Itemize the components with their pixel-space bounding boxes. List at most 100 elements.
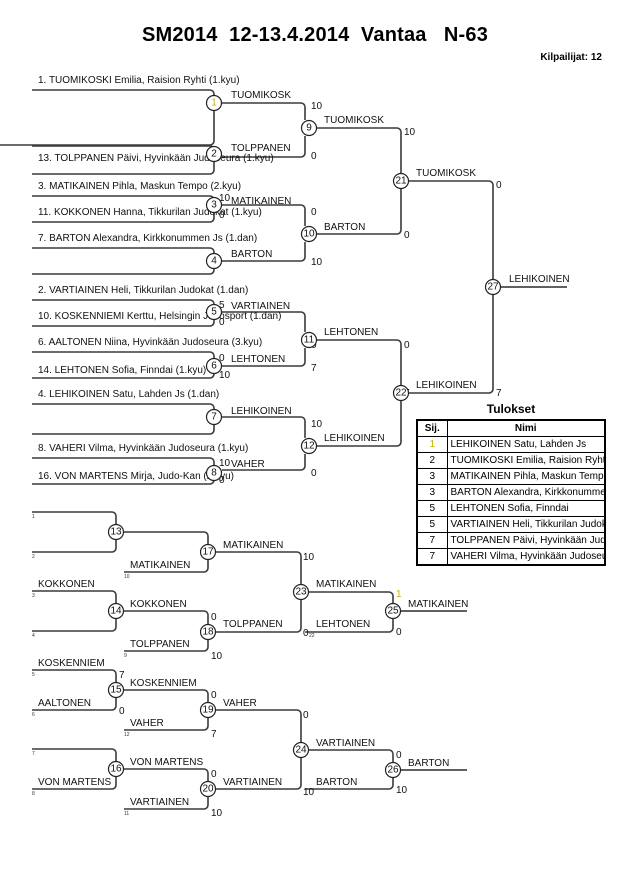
svg-text:1: 1 xyxy=(211,98,217,109)
main-bracket-lines xyxy=(0,89,567,485)
match-circle[interactable]: 27 xyxy=(484,278,502,296)
repechage-entry: VARTIAINEN xyxy=(130,797,189,808)
column-header-place: Sij. xyxy=(416,419,448,437)
match-circle[interactable]: 14 xyxy=(107,602,125,620)
results-header-row: Sij. Nimi xyxy=(416,419,606,437)
match-circle[interactable]: 7 xyxy=(205,408,223,426)
svg-text:26: 26 xyxy=(387,765,399,776)
competitor-entry: 13. TOLPPANEN Päivi, Hyvinkään Judoseura… xyxy=(38,153,274,164)
result-name: TUOMIKOSKI Emilia, Raision Ryhti xyxy=(446,452,606,469)
repechage-match-circles: 13 17 14 18 23 25 15 19 16 20 24 26 xyxy=(107,523,402,798)
svg-text:20: 20 xyxy=(202,784,214,795)
match-circle[interactable]: 16 xyxy=(107,760,125,778)
match-winner: LEHIKOINEN xyxy=(416,380,477,391)
slot-number: 8 xyxy=(32,791,35,797)
slot-number: 12 xyxy=(124,732,130,738)
match-circle[interactable]: 8 xyxy=(205,464,223,482)
score: 0 xyxy=(303,628,309,639)
competitor-entry: 2. VARTIAINEN Heli, Tikkurilan Judokat (… xyxy=(38,285,248,296)
svg-text:2: 2 xyxy=(211,149,217,160)
score: 10 xyxy=(219,370,231,381)
result-place: 5 xyxy=(416,500,448,517)
match-circle[interactable]: 1 xyxy=(205,94,223,112)
result-place: 7 xyxy=(416,532,448,549)
match-winner: KOKKONEN xyxy=(130,599,187,610)
svg-text:4: 4 xyxy=(211,256,217,267)
svg-text:6: 6 xyxy=(211,361,217,372)
svg-text:18: 18 xyxy=(202,627,214,638)
score: 0 xyxy=(496,180,502,191)
score: 10 xyxy=(211,651,223,662)
score: 10 xyxy=(311,257,323,268)
match-circle[interactable]: 15 xyxy=(107,681,125,699)
slot-number: 11 xyxy=(124,811,129,817)
match-winner: VON MARTENS xyxy=(130,757,203,768)
svg-text:21: 21 xyxy=(395,176,407,187)
repechage-entry: LEHTONEN xyxy=(316,619,370,630)
slot-number: 7 xyxy=(32,751,35,757)
match-circle[interactable]: 22 xyxy=(392,384,410,402)
score: 0 xyxy=(396,750,402,761)
svg-text:11: 11 xyxy=(304,335,315,346)
score: 10 xyxy=(404,127,416,138)
match-circle[interactable]: 25 xyxy=(384,602,402,620)
result-place: 2 xyxy=(416,452,448,469)
repechage-entry: VON MARTENS xyxy=(38,777,111,788)
match-circle[interactable]: 19 xyxy=(199,701,217,719)
svg-text:8: 8 xyxy=(211,468,217,479)
match-circle[interactable]: 17 xyxy=(199,543,217,561)
match-circle[interactable]: 4 xyxy=(205,252,223,270)
svg-text:5: 5 xyxy=(211,307,217,318)
result-name: VARTIAINEN Heli, Tikkurilan Judokat xyxy=(446,516,606,533)
repechage-lines xyxy=(32,511,467,810)
score: 0 xyxy=(211,690,217,701)
svg-text:27: 27 xyxy=(487,282,499,293)
result-name: BARTON Alexandra, Kirkkonummen Js xyxy=(446,484,606,501)
match-circle[interactable]: 20 xyxy=(199,780,217,798)
competitor-entry: 16. VON MARTENS Mirja, Judo-Kan (2.kyu) xyxy=(38,471,234,482)
match-circle[interactable]: 9 xyxy=(300,119,318,137)
match-winner: LEHIKOINEN xyxy=(231,406,292,417)
match-circle[interactable]: 23 xyxy=(292,583,310,601)
match-circle[interactable]: 5 xyxy=(205,303,223,321)
match-winner: BARTON xyxy=(324,222,365,233)
match-circle[interactable]: 21 xyxy=(392,172,410,190)
repechage-entry: TOLPPANEN xyxy=(130,639,190,650)
repechage-entry: MATIKAINEN xyxy=(130,560,190,571)
slot-number: 9 xyxy=(124,653,127,659)
match-winner: LEHIKOINEN xyxy=(324,433,385,444)
svg-text:7: 7 xyxy=(211,412,217,423)
slot-number: 22 xyxy=(309,633,315,639)
match-circle[interactable]: 10 xyxy=(300,225,318,243)
score: 7 xyxy=(311,363,317,374)
match-winner: TOLPPANEN xyxy=(231,143,291,154)
match-circle[interactable]: 6 xyxy=(205,357,223,375)
match-winner: LEHTONEN xyxy=(231,354,285,365)
match-circle[interactable]: 11 xyxy=(300,331,318,349)
score: 10 xyxy=(311,419,323,430)
page-title: SM2014 12-13.4.2014 Vantaa N-63 xyxy=(141,24,489,46)
competitor-entry: 6. AALTONEN Niina, Hyvinkään Judoseura (… xyxy=(38,337,262,348)
score: 0 xyxy=(303,710,309,721)
main-match-circles: 1 2 3 4 5 6 7 8 9 10 11 12 21 22 27 xyxy=(205,94,502,482)
svg-text:25: 25 xyxy=(387,606,399,617)
match-circle[interactable]: 24 xyxy=(292,741,310,759)
main-winner-labels: TUOMIKOSK TOLPPANEN MATIKAINEN BARTON VA… xyxy=(231,90,570,470)
match-circle[interactable]: 26 xyxy=(384,761,402,779)
repechage-entry: KOKKONEN xyxy=(38,579,95,590)
match-circle[interactable]: 3 xyxy=(205,196,223,214)
slot-number: 6 xyxy=(32,712,35,718)
competitor-count: Kilpailijat: 12 xyxy=(540,52,602,63)
score: 0 xyxy=(311,207,317,218)
result-name: TOLPPANEN Päivi, Hyvinkään Judoseura xyxy=(446,532,606,549)
match-circle[interactable]: 18 xyxy=(199,623,217,641)
match-circle[interactable]: 2 xyxy=(205,145,223,163)
score: 0 xyxy=(219,475,225,486)
match-circle[interactable]: 12 xyxy=(300,437,318,455)
slot-number: 10 xyxy=(124,574,130,580)
match-circle[interactable]: 13 xyxy=(107,523,125,541)
svg-text:16: 16 xyxy=(110,764,122,775)
